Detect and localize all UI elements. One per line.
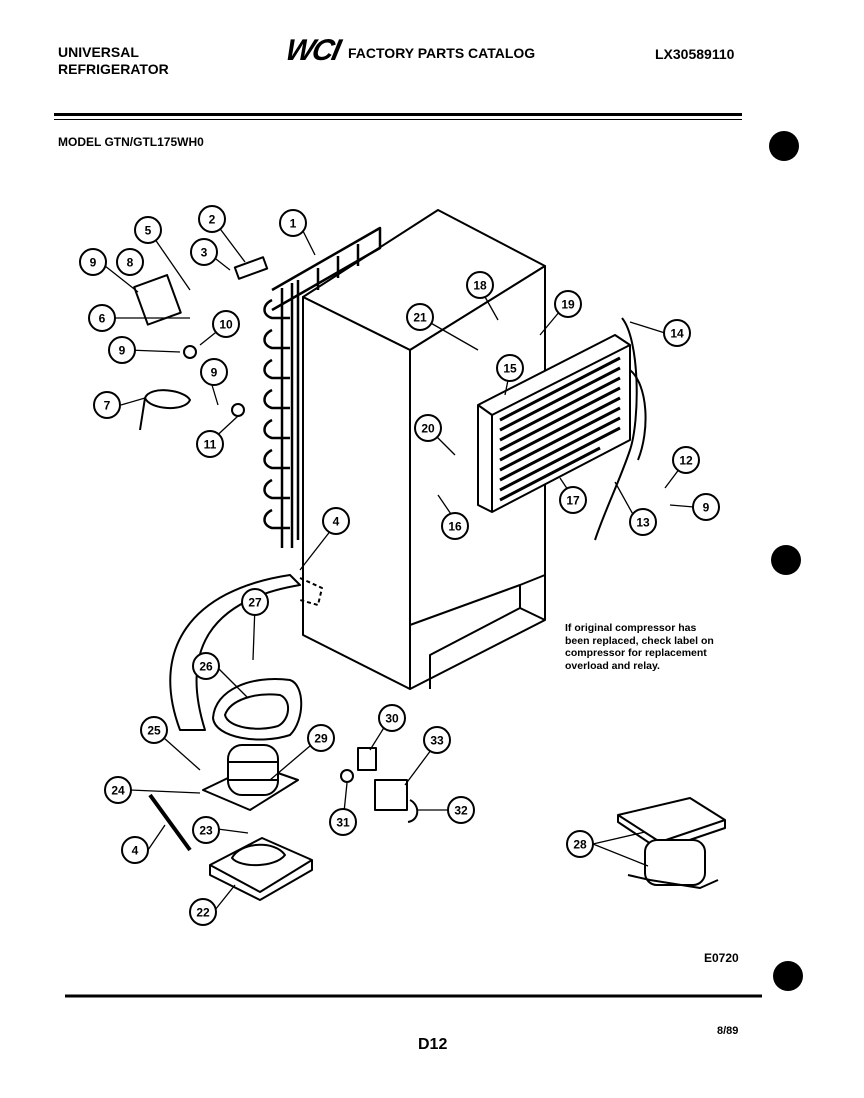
brand-name: UNIVERSAL REFRIGERATOR [58,44,169,78]
inset-compressor [617,797,726,889]
note-line: compressor for replacement [565,647,707,659]
model-label: MODEL GTN/GTL175WH0 [58,135,204,149]
binder-hole-bottom [773,961,803,991]
callout-label: 31 [336,816,350,830]
callout-24: 24 [104,776,132,804]
callout-label: 18 [473,279,487,293]
callout-9: 9 [108,336,136,364]
callout-21: 21 [406,303,434,331]
callout-3: 3 [190,238,218,266]
callout-4: 4 [121,836,149,864]
header-rule [54,113,742,116]
callout-27: 27 [241,588,269,616]
callout-label: 33 [430,734,444,748]
brand-line-1: UNIVERSAL [58,44,139,60]
callout-label: 21 [413,311,427,325]
callout-label: 22 [196,906,210,920]
callout-5: 5 [134,216,162,244]
callout-19: 19 [554,290,582,318]
callout-label: 9 [119,344,126,358]
callout-8: 8 [116,248,144,276]
callout-11: 11 [196,430,224,458]
compressor-base [209,837,313,901]
callout-label: 2 [209,213,216,227]
callout-1: 1 [279,209,307,237]
callout-label: 4 [333,515,340,529]
callout-group: 1234456789999101112131415161718192021222… [79,205,720,926]
callout-label: 9 [211,366,218,380]
callout-label: 14 [670,327,684,341]
callout-label: 13 [636,516,650,530]
callout-label: 16 [448,520,462,534]
callout-7: 7 [93,391,121,419]
binder-hole-top [769,131,799,161]
compressor [202,744,299,811]
callout-label: 9 [703,501,710,515]
callout-label: 6 [99,312,106,326]
callout-label: 1 [290,217,297,231]
callout-31: 31 [329,808,357,836]
callout-6: 6 [88,304,116,332]
header-rule-thin [54,119,742,120]
callout-20: 20 [414,414,442,442]
binder-hole-middle [771,545,801,575]
callout-32: 32 [447,796,475,824]
callout-label: 3 [201,246,208,260]
callout-9: 9 [692,493,720,521]
callout-18: 18 [466,271,494,299]
callout-22: 22 [189,898,217,926]
callout-label: 30 [385,712,399,726]
callout-label: 9 [90,256,97,270]
callout-30: 30 [378,704,406,732]
callout-label: 26 [199,660,213,674]
callout-29: 29 [307,724,335,752]
callout-label: 19 [561,298,575,312]
callout-label: 20 [421,422,435,436]
callout-9: 9 [79,248,107,276]
callout-label: 29 [314,732,328,746]
callout-33: 33 [423,726,451,754]
callout-label: 15 [503,362,517,376]
callout-25: 25 [140,716,168,744]
callout-15: 15 [496,354,524,382]
callout-label: 24 [111,784,125,798]
callout-label: 32 [454,804,468,818]
callout-label: 28 [573,838,587,852]
callout-label: 25 [147,724,161,738]
note-line: If original compressor has [565,622,697,634]
callout-label: 8 [127,256,134,270]
callout-label: 23 [199,824,213,838]
callout-23: 23 [192,816,220,844]
page-label: D12 [418,1036,448,1053]
callout-label: 5 [145,224,152,238]
callout-14: 14 [663,319,691,347]
figure-code: E0720 [704,951,739,965]
callout-label: 27 [248,596,262,610]
callout-label: 11 [204,438,217,452]
compressor-note: If original compressor has been replaced… [565,622,765,672]
catalog-title: FACTORY PARTS CATALOG [348,45,536,61]
callout-label: 4 [132,844,139,858]
callout-2: 2 [198,205,226,233]
callout-10: 10 [212,310,240,338]
callout-28: 28 [566,830,594,858]
callout-label: 12 [679,454,693,468]
date-code: 8/89 [717,1025,739,1037]
callout-26: 26 [192,652,220,680]
callout-12: 12 [672,446,700,474]
callout-9: 9 [200,358,228,386]
callout-label: 7 [104,399,111,413]
callout-4: 4 [322,507,350,535]
callout-label: 17 [566,494,580,508]
catalog-number: LX30589110 [655,46,735,62]
callout-16: 16 [441,512,469,540]
callout-17: 17 [559,486,587,514]
callout-13: 13 [629,508,657,536]
condenser-coil [263,226,382,548]
note-line: been replaced, check label on [565,634,714,647]
note-line: overload and relay. [565,659,660,672]
callout-label: 10 [219,318,233,332]
brand-line-2: REFRIGERATOR [58,61,169,77]
